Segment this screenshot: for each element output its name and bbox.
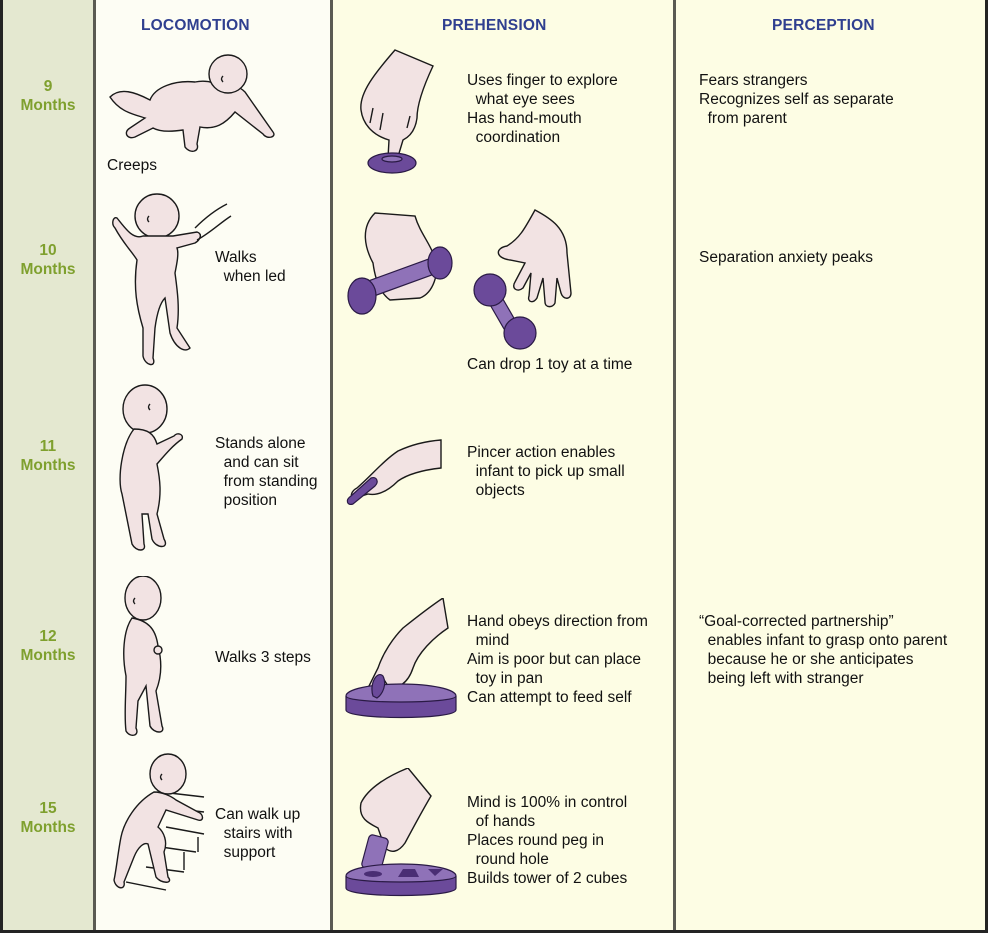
baby-walking-icon: [123, 576, 164, 736]
locomotion-text: Creeps: [107, 157, 157, 174]
crawling-baby-icon: [109, 54, 275, 152]
age-number: 11: [39, 438, 57, 455]
age-label: 9 Months: [3, 77, 93, 115]
age-number: 12: [39, 628, 57, 645]
prehension-text: Mind is 100% in control of hands Places …: [467, 794, 628, 887]
pincer-grasp-icon: [346, 439, 442, 505]
age-number: 15: [39, 800, 57, 817]
age-unit: Months: [20, 457, 76, 474]
shape-sorter-peg-icon: [345, 768, 457, 897]
age-unit: Months: [20, 819, 76, 836]
perception-header: PERCEPTION: [772, 17, 875, 34]
prehension-text: Can drop 1 toy at a time: [467, 356, 633, 373]
age-column: [3, 0, 93, 930]
age-unit: Months: [20, 261, 76, 278]
prehension-text: Pincer action enables infant to pick up …: [467, 444, 625, 499]
locomotion-text: Can walk up stairs with support: [215, 806, 301, 861]
hand-dropping-toy-icon: [347, 209, 572, 350]
perception-text: Fears strangers Recognizes self as separ…: [699, 72, 894, 127]
baby-climbing-stairs-icon: [113, 753, 205, 891]
locomotion-text: Walks 3 steps: [215, 649, 311, 666]
age-number: 9: [43, 78, 53, 95]
locomotion-text: Walks when led: [215, 249, 286, 285]
hand-placing-toy-in-pan-icon: [345, 598, 457, 719]
baby-standing-icon: [119, 384, 184, 551]
locomotion-header: LOCOMOTION: [141, 17, 250, 34]
prehension-text: Uses finger to explore what eye sees Has…: [467, 72, 618, 146]
finger-pressing-toy-icon: [360, 49, 434, 174]
age-unit: Months: [20, 97, 76, 114]
age-number: 10: [39, 242, 57, 259]
age-label: 10 Months: [3, 241, 93, 279]
prehension-text: Hand obeys direction from mind Aim is po…: [467, 613, 648, 706]
baby-walking-led-icon: [112, 193, 232, 366]
locomotion-text: Stands alone and can sit from standing p…: [215, 435, 318, 509]
prehension-header: PREHENSION: [442, 17, 547, 34]
perception-column: [676, 0, 985, 930]
column-divider: [330, 0, 333, 930]
perception-text: Separation anxiety peaks: [699, 249, 874, 266]
age-label: 11 Months: [3, 437, 93, 475]
column-divider: [673, 0, 676, 930]
age-label: 12 Months: [3, 627, 93, 665]
column-divider: [93, 0, 96, 930]
age-label: 15 Months: [3, 799, 93, 837]
age-unit: Months: [20, 647, 76, 664]
perception-text: “Goal-corrected partnership” enables inf…: [699, 613, 948, 687]
